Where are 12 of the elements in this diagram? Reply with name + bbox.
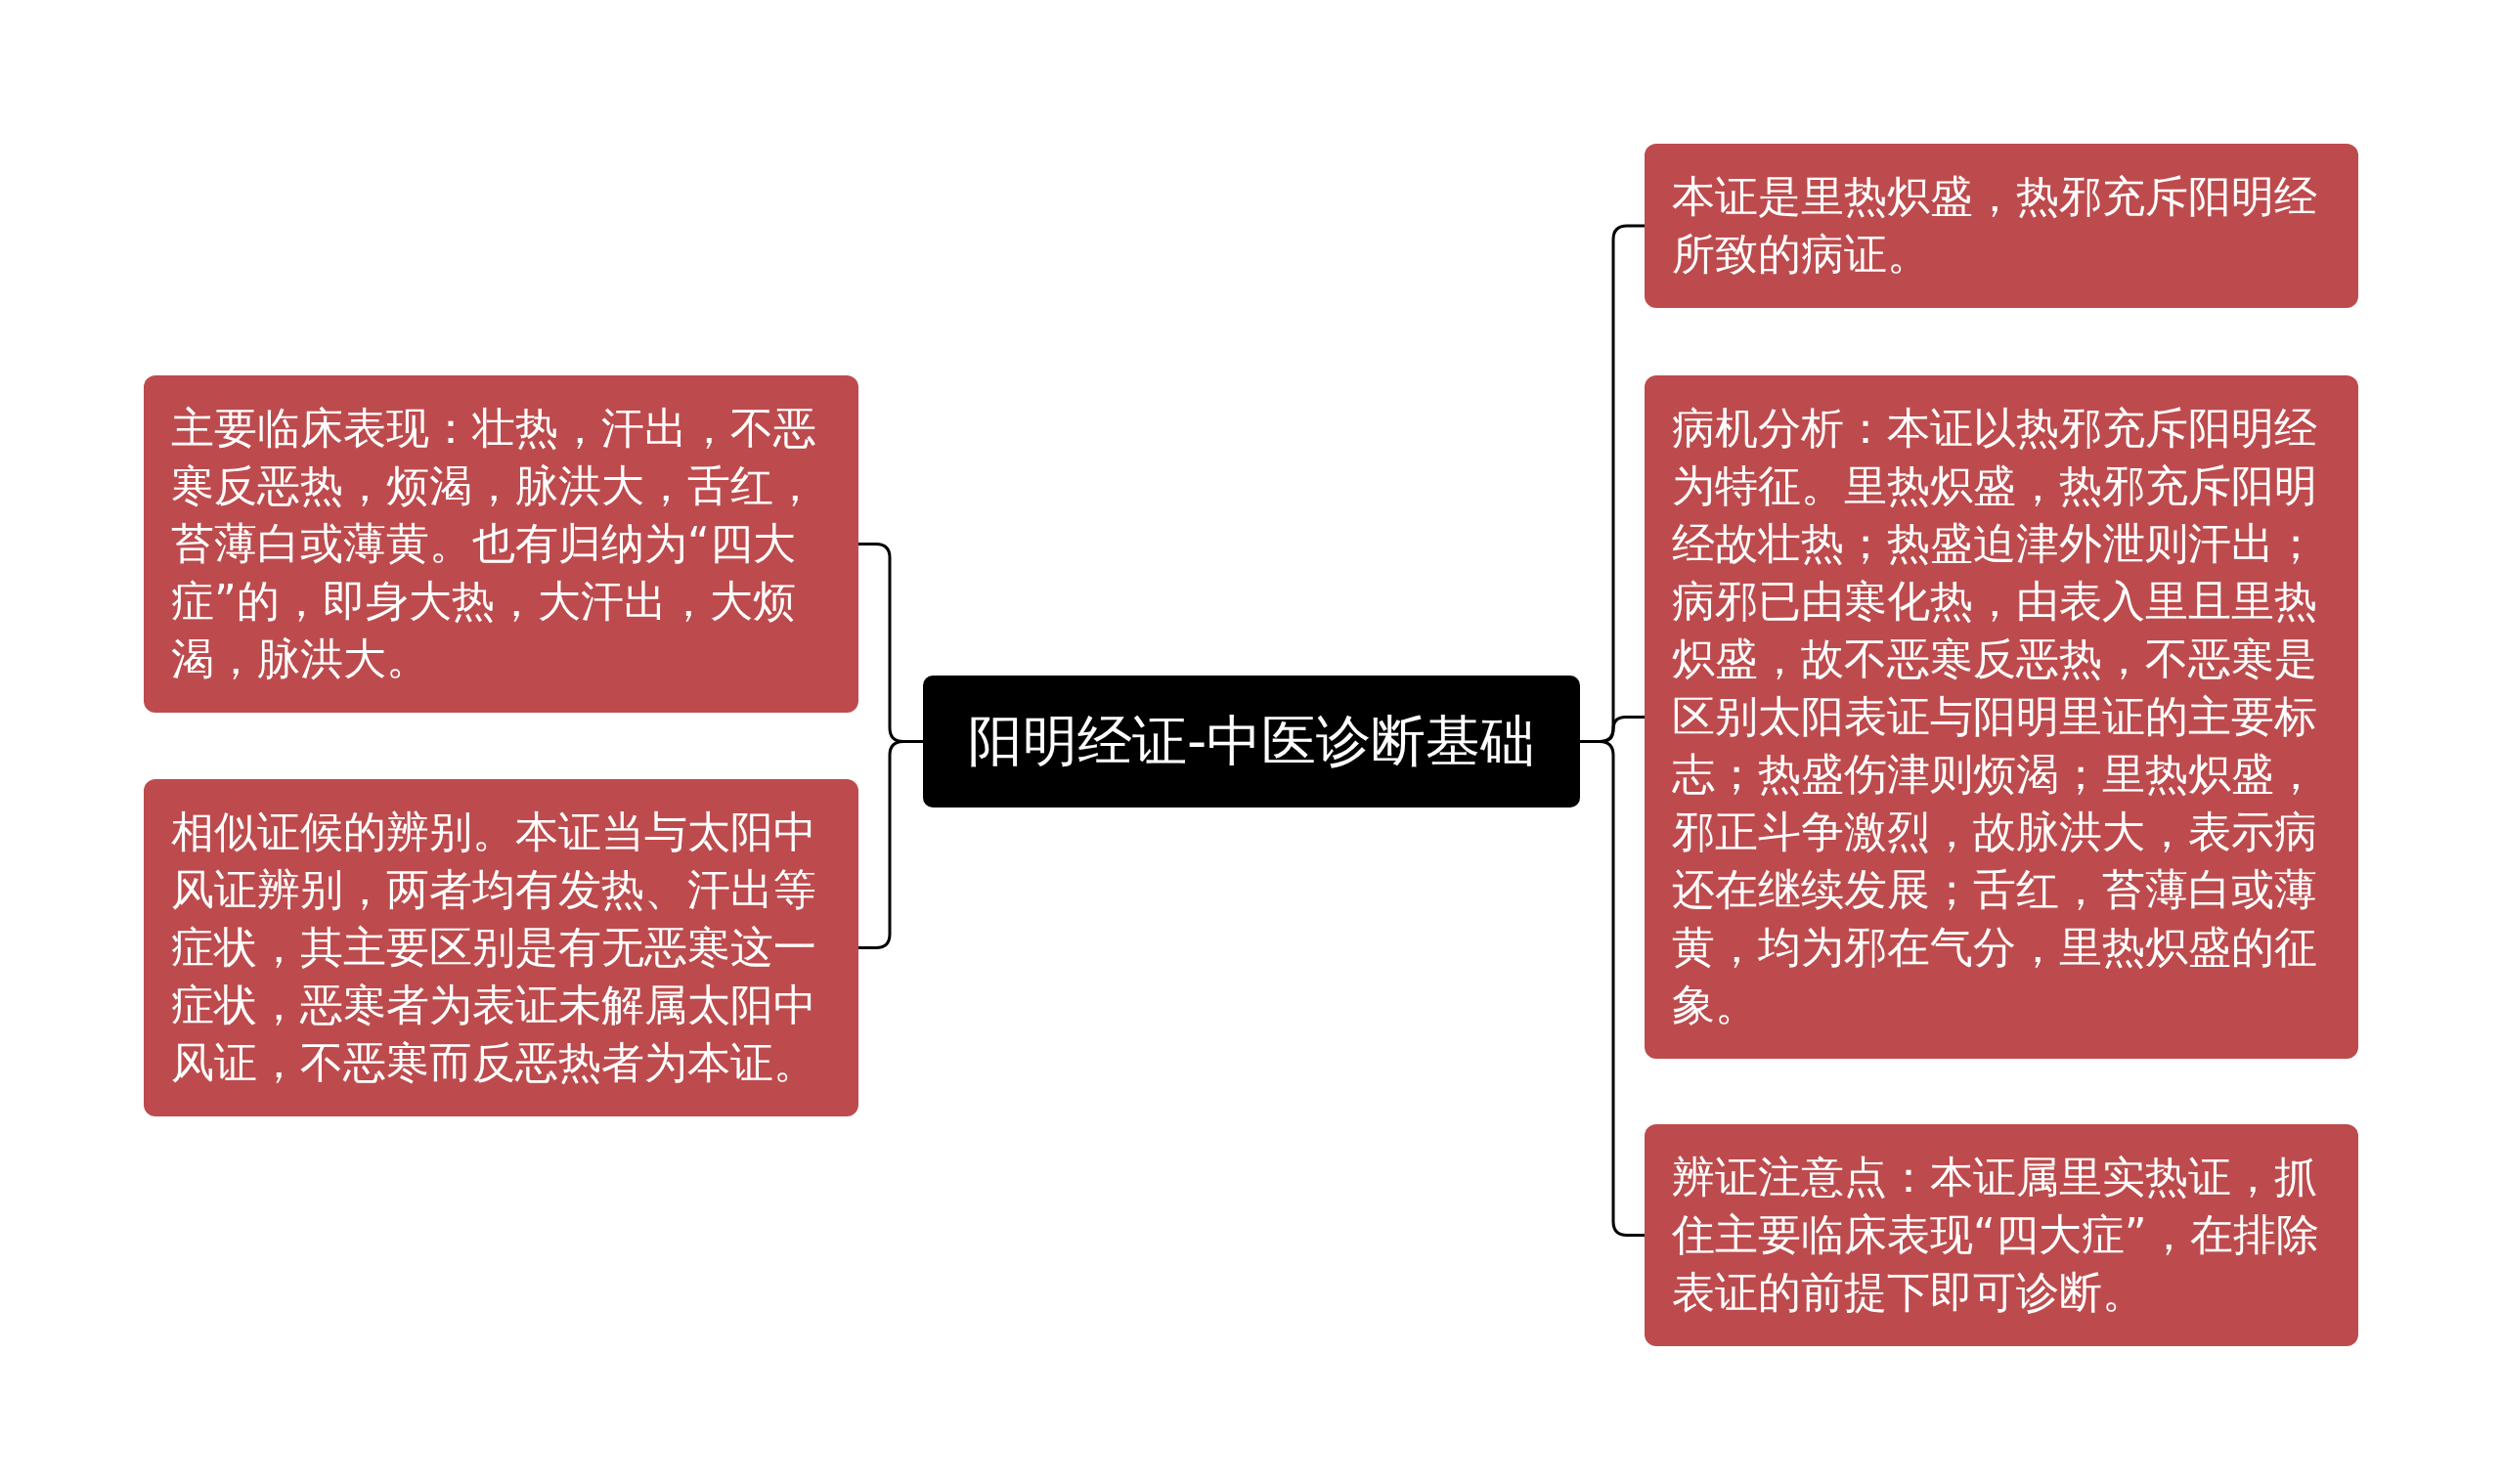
note-text: 相似证候的辨别。本证当与太阳中风证辨别，两者均有发热、汗出等症状，其主要区别是有无恶寒这一症状，恶寒者为表证未解属太阳中风证，不恶寒而反恶热者为本证。 bbox=[171, 807, 816, 1087]
topic-title: 阳明经证-中医诊断基础 bbox=[967, 707, 1536, 774]
topic-card bbox=[1645, 1124, 2358, 1346]
central-topic-box bbox=[923, 676, 1580, 807]
note-text: 主要临床表现：壮热，汗出，不恶寒反恶热，烦渴，脉洪大，舌红，苔薄白或薄黄。也有归纳为“四大症”的，即身大热，大汗出，大烦渴，脉洪大。 bbox=[171, 403, 816, 683]
note-text: 本证是里热炽盛，热邪充斥阳明经所致的病证。 bbox=[1672, 171, 2317, 279]
topic-card bbox=[144, 779, 858, 1116]
note-text: 辨证注意点：本证属里实热证，抓住主要临床表现“四大症”，在排除表证的前提下即可诊断。 bbox=[1672, 1152, 2319, 1317]
topic-card bbox=[1645, 144, 2358, 308]
topic-card bbox=[1645, 375, 2358, 1059]
note-text: 病机分析：本证以热邪充斥阳明经为特征。里热炽盛，热邪充斥阳明经故壮热；热盛迫津外泄则汗出；病邪已由寒化热，由表入里且里热炽盛，故不恶寒反恶热，不恶寒是区别太阳表证与阳明里证的主要标志；热盛伤津则烦渴；里热炽盛，邪正斗争激烈，故脉洪大，表示病还在继续发展；舌红，苔薄白或薄黄，均为邪在气分，里热炽盛的征象。 bbox=[1672, 403, 2317, 1029]
topic-card bbox=[144, 375, 858, 713]
